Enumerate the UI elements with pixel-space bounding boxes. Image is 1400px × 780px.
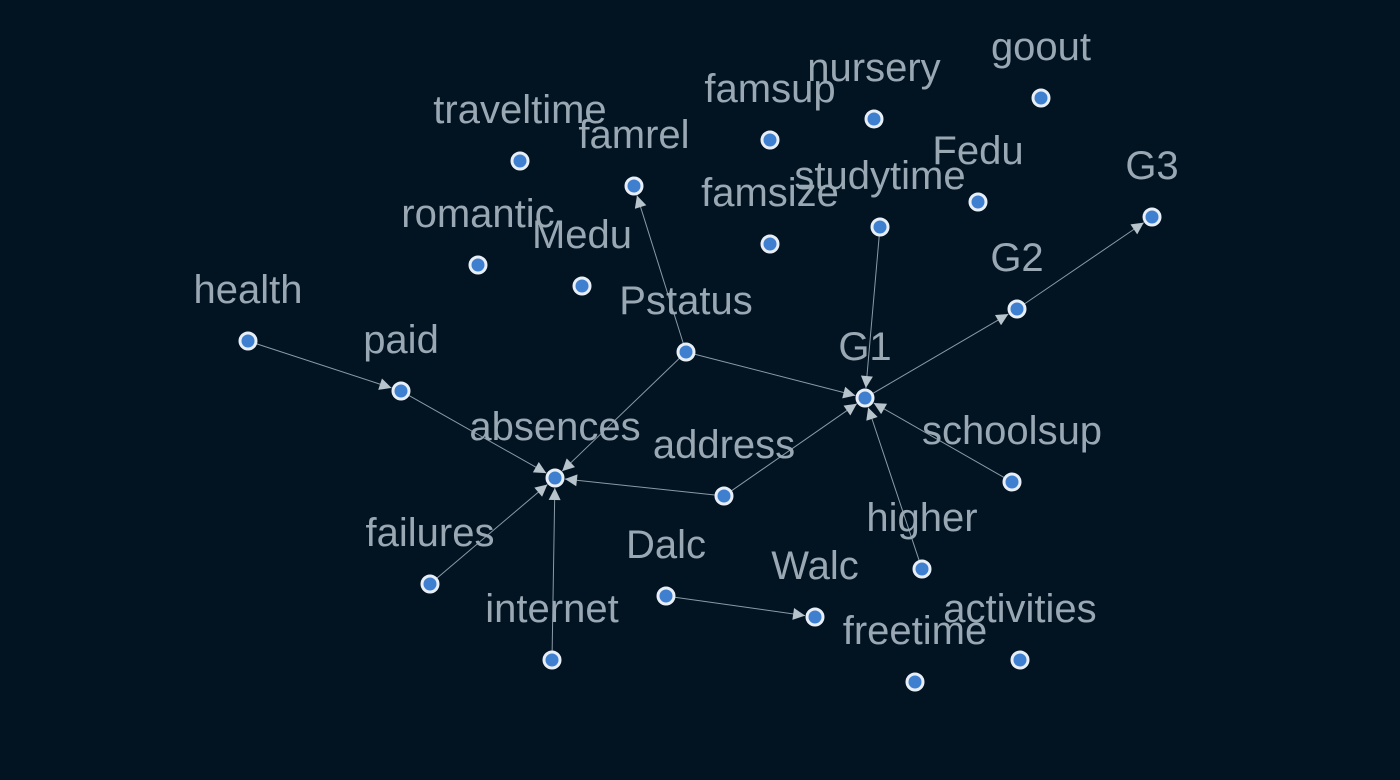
edge-internet-to-absences bbox=[548, 487, 561, 653]
node-label-famsize: famsize bbox=[701, 171, 839, 215]
node-label-Pstatus: Pstatus bbox=[619, 279, 752, 323]
node-label-Walc: Walc bbox=[771, 544, 858, 588]
node-label-address: address bbox=[653, 423, 795, 467]
node-label-G1: G1 bbox=[838, 325, 891, 369]
edge-Pstatus-to-absences bbox=[561, 357, 681, 472]
node-label-failures: failures bbox=[366, 511, 495, 555]
node-G3[interactable] bbox=[1142, 207, 1162, 227]
node-famsup[interactable] bbox=[760, 130, 780, 150]
node-label-nursery: nursery bbox=[807, 46, 940, 90]
node-label-famrel: famrel bbox=[578, 113, 689, 157]
node-nursery[interactable] bbox=[864, 109, 884, 129]
node-goout[interactable] bbox=[1031, 88, 1051, 108]
node-label-absences: absences bbox=[469, 405, 640, 449]
node-Fedu[interactable] bbox=[968, 192, 988, 212]
node-famsize[interactable] bbox=[760, 234, 780, 254]
node-label-G3: G3 bbox=[1125, 144, 1178, 188]
node-Dalc[interactable] bbox=[656, 586, 676, 606]
edge-Pstatus-to-famrel bbox=[634, 195, 685, 345]
edge-failures-to-absences bbox=[435, 484, 548, 580]
node-label-paid: paid bbox=[363, 318, 439, 362]
node-label-traveltime: traveltime bbox=[433, 88, 606, 132]
node-G2[interactable] bbox=[1007, 299, 1027, 319]
node-absences[interactable] bbox=[545, 468, 565, 488]
node-failures[interactable] bbox=[420, 574, 440, 594]
node-label-freetime: freetime bbox=[843, 609, 988, 653]
node-internet[interactable] bbox=[542, 650, 562, 670]
node-label-Dalc: Dalc bbox=[626, 523, 706, 567]
edge-studytime-to-G1 bbox=[860, 234, 880, 389]
node-freetime[interactable] bbox=[905, 672, 925, 692]
node-label-Fedu: Fedu bbox=[932, 129, 1023, 173]
node-Pstatus[interactable] bbox=[676, 342, 696, 362]
node-label-schoolsup: schoolsup bbox=[922, 409, 1102, 453]
node-activities[interactable] bbox=[1010, 650, 1030, 670]
edge-Pstatus-to-G1 bbox=[693, 353, 856, 399]
node-address[interactable] bbox=[714, 486, 734, 506]
node-label-romantic: romantic bbox=[401, 192, 554, 236]
node-label-internet: internet bbox=[485, 587, 618, 631]
edges-layer bbox=[255, 195, 1145, 653]
node-studytime[interactable] bbox=[870, 217, 890, 237]
edge-schoolsup-to-G1 bbox=[873, 402, 1006, 479]
node-label-studytime: studytime bbox=[794, 154, 965, 198]
edge-G2-to-G3 bbox=[1023, 222, 1145, 305]
node-label-goout: goout bbox=[991, 25, 1091, 69]
edge-address-to-absences bbox=[564, 474, 717, 496]
edge-higher-to-G1 bbox=[866, 407, 920, 562]
nodes-layer bbox=[238, 88, 1162, 692]
node-traveltime[interactable] bbox=[510, 151, 530, 171]
node-health[interactable] bbox=[238, 331, 258, 351]
node-schoolsup[interactable] bbox=[1002, 472, 1022, 492]
node-label-activities: activities bbox=[943, 587, 1096, 631]
node-romantic[interactable] bbox=[468, 255, 488, 275]
node-paid[interactable] bbox=[391, 381, 411, 401]
edge-address-to-G1 bbox=[730, 403, 858, 492]
node-label-famsup: famsup bbox=[704, 67, 835, 111]
edge-G1-to-G2 bbox=[871, 313, 1009, 395]
node-Medu[interactable] bbox=[572, 276, 592, 296]
node-label-higher: higher bbox=[866, 496, 977, 540]
node-famrel[interactable] bbox=[624, 176, 644, 196]
node-label-G2: G2 bbox=[990, 236, 1043, 280]
node-higher[interactable] bbox=[912, 559, 932, 579]
node-label-health: health bbox=[194, 268, 303, 312]
edge-Dalc-to-Walc bbox=[673, 596, 806, 620]
node-label-Medu: Medu bbox=[532, 213, 632, 257]
node-Walc[interactable] bbox=[805, 607, 825, 627]
edge-health-to-paid bbox=[255, 343, 392, 390]
node-G1[interactable] bbox=[855, 388, 875, 408]
edge-paid-to-absences bbox=[407, 394, 547, 474]
